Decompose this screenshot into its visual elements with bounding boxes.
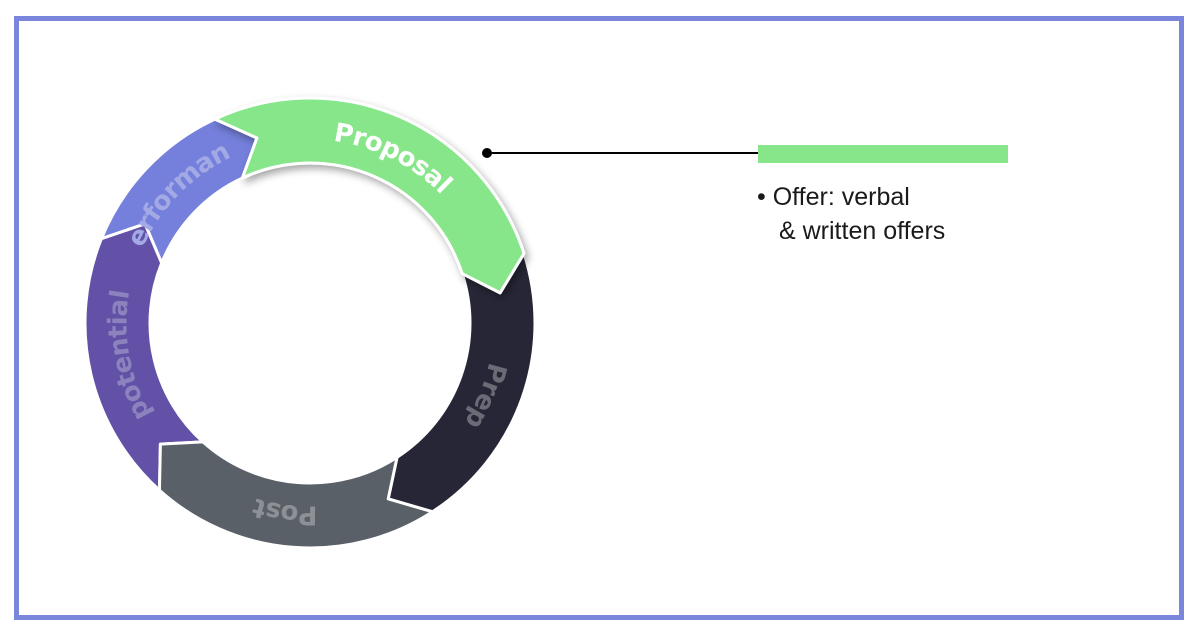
callout-text-line-1: Offer: verbal — [772, 183, 910, 211]
callout-text: • Offer: verbal & written offers — [757, 180, 945, 248]
callout-bar — [758, 145, 1008, 163]
segment-post — [157, 440, 435, 550]
segment-potential — [83, 222, 205, 492]
bullet: • — [757, 183, 766, 211]
callout-line-1: • Offer: verbal — [757, 180, 945, 214]
segment-prep — [386, 251, 537, 514]
segment-proposal — [213, 96, 526, 295]
callout-text-line-2: & written offers — [779, 217, 946, 245]
